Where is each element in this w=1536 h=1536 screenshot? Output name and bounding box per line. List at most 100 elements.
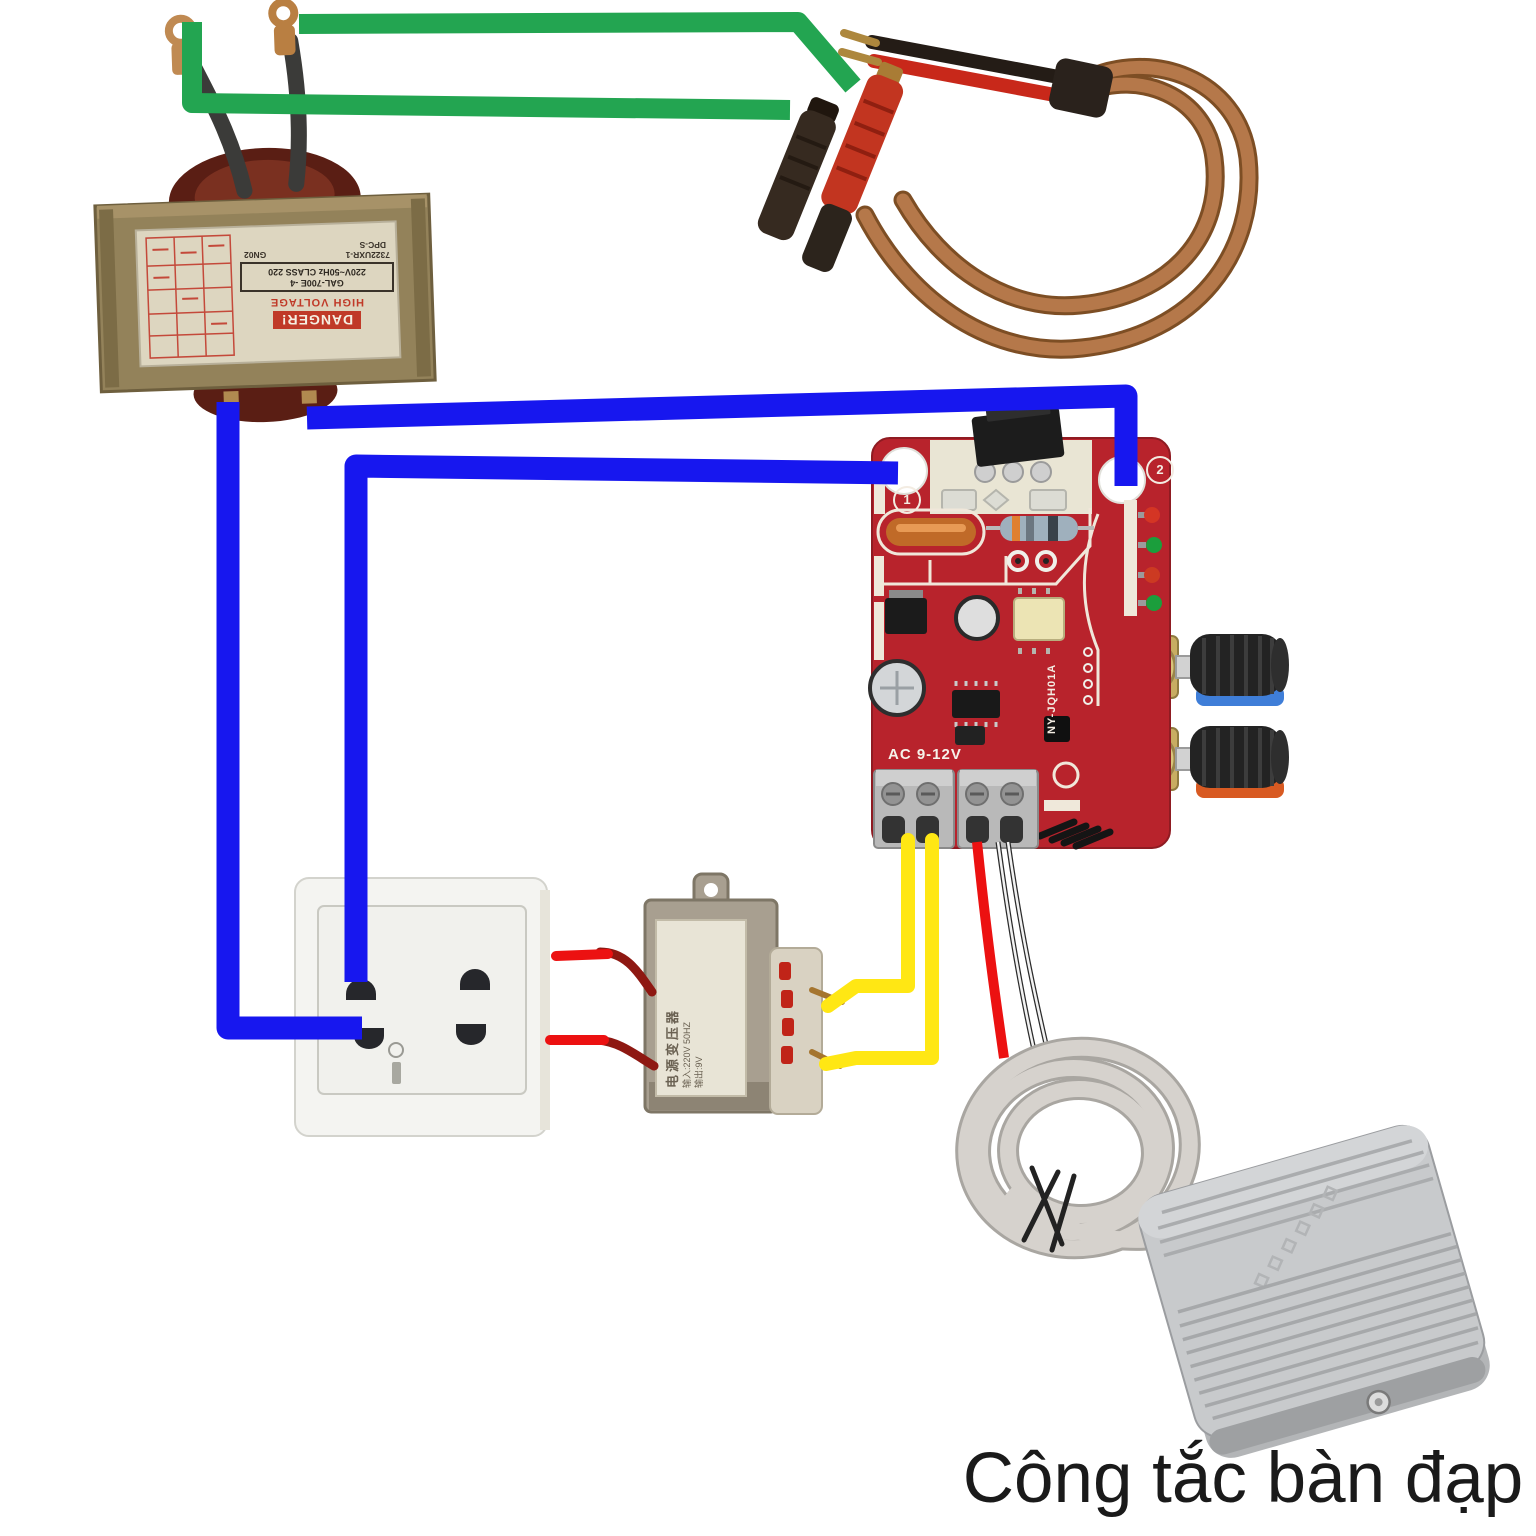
edge-label-2 <box>874 556 884 596</box>
electrode-rod-black <box>865 35 1092 89</box>
mot-terminal-right <box>301 390 317 404</box>
optocoupler <box>1013 597 1065 641</box>
caption: Công tắc bàn đạp <box>962 1439 1524 1518</box>
aux-bobbin <box>769 947 823 1115</box>
aux-transformer <box>593 872 845 1115</box>
aux-bobbin-pins <box>779 962 794 1064</box>
pedal-front-edge <box>1209 1357 1486 1455</box>
foot-pedal[interactable] <box>1133 1119 1497 1465</box>
terminal-label <box>1044 800 1080 811</box>
aux-input: 输入:220V 50HZ <box>682 1021 692 1088</box>
socket-hole-bottom-right <box>456 1024 486 1045</box>
pad-3 <box>1030 461 1052 483</box>
aux-ear-hole <box>704 883 718 897</box>
yellow-wire-1 <box>821 833 915 1013</box>
twist-ties <box>1021 1165 1077 1253</box>
mot-core-left-edge <box>99 209 120 388</box>
pedal-heel-highlight <box>1138 1125 1429 1239</box>
mot-type: DPC-S <box>359 240 386 250</box>
electrode-tip-1 <box>840 29 880 47</box>
white-wire-2 <box>1006 841 1048 1045</box>
mot-serial: 7322UXR-1 <box>345 250 390 260</box>
led-red-2 <box>1144 567 1160 583</box>
mot-core-top-edge <box>96 194 428 219</box>
danger-label: DANGER! <box>272 311 362 329</box>
pad-6 <box>982 488 1010 512</box>
resistor-band-3 <box>1048 516 1058 541</box>
electrode-tip-2 <box>838 48 882 66</box>
pad-4 <box>941 489 977 511</box>
edge-label-3 <box>874 602 884 660</box>
regulator-tab <box>889 590 923 599</box>
header-pad-4 <box>1083 695 1093 705</box>
mot-lug-right <box>268 0 299 56</box>
mot-transformer <box>93 0 437 423</box>
edge-label-1 <box>874 468 885 514</box>
mot-rating: 220V~50Hz CLASS 220 <box>268 267 366 277</box>
pedal-main-ribs <box>1177 1231 1479 1421</box>
voltage-regulator <box>885 598 927 634</box>
aux-label-text: 电源变压器 输入:220V 50HZ 输出:9V <box>662 1008 830 1131</box>
board-hole-1-mark: 1 <box>893 486 921 514</box>
mot-label-plate <box>134 220 402 368</box>
pedal-red-wire <box>972 841 1009 1059</box>
pen-grip-red <box>802 61 904 272</box>
pen-grip-black <box>757 97 839 241</box>
header-pins <box>1036 818 1114 850</box>
control-board <box>868 398 1289 850</box>
red-wire-top <box>551 949 613 961</box>
mot-code: GN02 <box>244 250 267 260</box>
cap-large-vent <box>880 671 914 705</box>
pad-2 <box>1002 461 1024 483</box>
high-voltage-label: HIGH VOLTAGE <box>269 296 365 308</box>
resistor <box>1000 516 1078 541</box>
mains-red-wires <box>545 949 613 1045</box>
blue-wire-mot-to-board <box>306 384 1138 486</box>
triac <box>971 407 1065 467</box>
pad-dot-1-hole <box>1015 558 1021 564</box>
pedal-heel-ribs <box>1157 1139 1434 1258</box>
resistor-band-2 <box>1026 516 1034 541</box>
led-green-2 <box>1146 595 1162 611</box>
board-hole-small <box>1052 761 1080 789</box>
mot-label-text: DANGER! HIGH VOLTAGE GAL-700E -4 220V~50… <box>238 240 396 329</box>
pedal-logo-glyphs <box>1253 1185 1339 1289</box>
pad-5 <box>1029 489 1067 511</box>
mot-core-right-edge <box>410 198 432 377</box>
terminal-block-power <box>873 769 955 849</box>
led-label-strip <box>1124 500 1137 616</box>
socket-side-shadow <box>540 890 550 1130</box>
blue-wires <box>216 384 1138 1040</box>
silkscreen <box>876 508 1100 706</box>
ic-soic14 <box>952 690 1000 718</box>
socket-hole-top-left <box>346 979 376 1000</box>
blue-wire-mot-to-socket <box>216 402 362 1040</box>
green-wires <box>182 12 861 120</box>
mot-terminal-left <box>223 390 239 405</box>
optocoupler-pins <box>1018 588 1050 654</box>
header-pad-2 <box>1083 663 1093 673</box>
ic-soic14-pins <box>954 681 998 727</box>
terminal-block-switch <box>957 769 1039 849</box>
pad-dot-2 <box>1035 550 1057 572</box>
led-green-1 <box>1146 537 1162 553</box>
cap-small <box>954 595 1000 641</box>
electrode-junction-sleeve <box>1049 58 1113 118</box>
yellow-wire-2 <box>819 833 939 1071</box>
aux-output: 输出:9V <box>694 1056 704 1088</box>
white-wire-1 <box>996 841 1036 1051</box>
pedal-screw-center <box>1374 1398 1383 1407</box>
green-wire-bottom <box>182 22 791 120</box>
mot-serial-row: 7322UXR-1 GN02 <box>238 250 396 260</box>
blue-wire-socket-to-board <box>344 454 899 982</box>
mot-model: GAL-700E -4 <box>290 278 344 288</box>
smd-transistor <box>955 726 985 745</box>
header-pad-3 <box>1083 679 1093 689</box>
fuse-glass-highlight <box>896 524 966 532</box>
aux-title: 电源变压器 <box>665 1007 680 1088</box>
wall-socket <box>294 877 550 1137</box>
board-model-label: NY-JQH01A <box>1046 663 1058 734</box>
yellow-wires <box>819 833 939 1071</box>
